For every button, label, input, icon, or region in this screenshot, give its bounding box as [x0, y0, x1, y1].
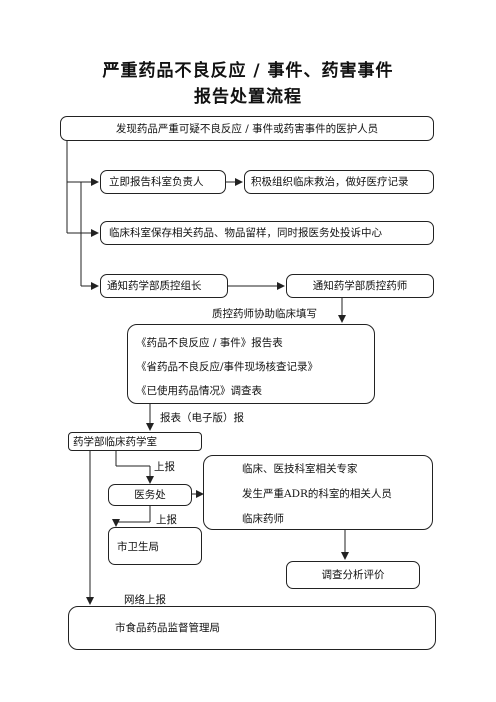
- pharmacy-office-box: 药学部临床药学室: [68, 432, 202, 451]
- online-report-label: 网络上报: [124, 594, 166, 606]
- health-bureau-text: 市卫生局: [117, 541, 159, 553]
- notify-pharmacist-text: 通知药学部质控药师: [312, 280, 408, 292]
- investigation-box: 调查分析评价: [286, 561, 420, 589]
- preserve-text: 临床科室保存相关药品、物品留样，同时报医务处投诉中心: [109, 227, 382, 239]
- report-up-label-2: 上报: [156, 514, 177, 526]
- fda-box: 市食品药品监督管理局: [68, 606, 436, 650]
- title-line2: 报告处置流程: [194, 87, 302, 107]
- form-item-1: 《药品不良反应 / 事件》报告表: [136, 337, 283, 349]
- preserve-box: 临床科室保存相关药品、物品留样，同时报医务处投诉中心: [100, 221, 434, 245]
- form-item-2: 《省药品不良反应/事件现场核查记录》: [136, 361, 319, 373]
- discover-text: 发现药品严重可疑不良反应 / 事件或药害事件的医护人员: [115, 123, 379, 135]
- expert-item-2: 发生严重ADR的科室的相关人员: [242, 488, 392, 500]
- report-dept-text: 立即报告科室负责人: [109, 176, 204, 188]
- report-dept-box: 立即报告科室负责人: [100, 170, 226, 194]
- medical-affairs-text: 医务处: [134, 489, 166, 501]
- forms-box: 《药品不良反应 / 事件》报告表 《省药品不良反应/事件现场核查记录》 《已使用…: [127, 324, 375, 404]
- submit-label: 报表（电子版）报: [160, 412, 244, 424]
- investigation-text: 调查分析评价: [321, 569, 385, 581]
- notify-pharmacist-box: 通知药学部质控药师: [286, 274, 434, 298]
- medical-affairs-box: 医务处: [108, 484, 192, 506]
- assist-fill-label: 质控药师协助临床填写: [212, 308, 317, 320]
- experts-box: 临床、医技科室相关专家 发生严重ADR的科室的相关人员 临床药师: [203, 455, 433, 530]
- form-item-3: 《已使用药品情况》调查表: [136, 385, 262, 397]
- fda-text: 市食品药品监督管理局: [115, 622, 220, 634]
- expert-item-3: 临床药师: [242, 513, 284, 525]
- health-bureau-box: 市卫生局: [108, 527, 202, 565]
- pharmacy-office-text: 药学部临床药学室: [73, 436, 157, 448]
- notify-leader-box: 通知药学部质控组长: [100, 274, 228, 298]
- report-up-label-1: 上报: [154, 461, 175, 473]
- rescue-box: 积极组织临床救治，做好医疗记录: [244, 170, 434, 194]
- rescue-text: 积极组织临床救治，做好医疗记录: [251, 176, 409, 188]
- expert-item-1: 临床、医技科室相关专家: [242, 463, 358, 475]
- notify-leader-text: 通知药学部质控组长: [107, 280, 202, 292]
- discover-box: 发现药品严重可疑不良反应 / 事件或药害事件的医护人员: [60, 116, 434, 141]
- title-line1: 严重药品不良反应 / 事件、药害事件: [102, 61, 394, 81]
